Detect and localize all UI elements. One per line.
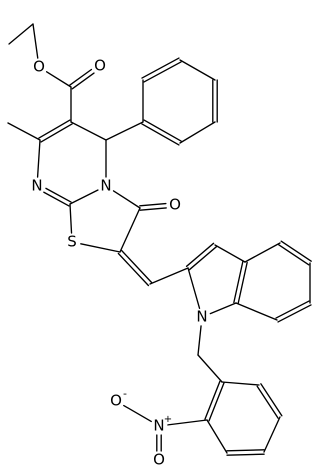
atom-label-layer: O O N N S O N N + O - O — [31, 57, 207, 469]
bond-nn-om — [123, 404, 152, 423]
bond-i3a-i7a-b — [237, 261, 248, 305]
bond-oe-cc — [45, 71, 72, 88]
atom-n-nitro: N — [153, 417, 164, 435]
bond-n1-ch2 — [197, 325, 202, 356]
bond-i6-i7-b — [277, 304, 312, 323]
atom-o-ester-carbonyl: O — [94, 57, 106, 75]
bond-ph5-ph6-a — [141, 57, 180, 79]
bond-ch2-b1 — [197, 354, 223, 383]
atom-o-nitro-double: O — [153, 451, 165, 469]
bond-b5-b6-b — [256, 385, 279, 419]
bond-c6-c7-b — [40, 123, 73, 143]
bond-c8a-s1 — [69, 203, 73, 234]
bond-i3a-i7a-a — [233, 260, 244, 304]
bond-b4-b5 — [263, 416, 281, 453]
bond-c3-ok-a — [139, 207, 167, 211]
bond-ph4-ph5 — [179, 59, 216, 81]
bond-i7a-n1 — [209, 302, 237, 315]
bond-n1-i2 — [187, 267, 201, 310]
bond-b2-b3 — [206, 419, 228, 454]
bond-i2-i3-b — [185, 242, 215, 268]
bond-i3-i3a — [214, 244, 246, 263]
bond-et1-et2 — [8, 23, 34, 45]
charge-plus-nitro: + — [164, 414, 172, 425]
bond-b1-b2-a — [204, 380, 221, 420]
atom-o-ketone: O — [169, 196, 181, 214]
bond-s1-c2 — [80, 243, 121, 253]
bond-c8a-n4 — [69, 189, 99, 205]
bond-i6-i7-a — [275, 300, 310, 319]
bond-b1-b2-b — [208, 382, 225, 422]
bond-n8-c8a-b — [45, 187, 72, 203]
bond-cc-oc-a — [71, 72, 95, 90]
bond-i7-i7a — [235, 302, 278, 321]
bond-b2-nn — [167, 419, 208, 426]
bond-c3-ok-b — [139, 202, 167, 207]
bond-ph5-ph6-b — [143, 61, 182, 83]
atom-o-nitro-minus: O — [110, 392, 122, 410]
bond-ph1-ph2-b — [143, 119, 182, 142]
bond-i2-i3-a — [188, 245, 218, 271]
bond-i4-i5-a — [278, 244, 310, 266]
bond-b3-b4-a — [226, 453, 265, 456]
bond-ph2-ph3 — [179, 121, 216, 144]
bond-c3-n4 — [112, 190, 141, 209]
atom-s-thiazole: S — [67, 233, 77, 251]
bond-c2-ch-b — [120, 249, 153, 284]
bond-c7-n8 — [36, 139, 41, 178]
bond-c7-me — [7, 122, 41, 141]
bond-c2-c3 — [119, 207, 141, 253]
bond-c6-c7-a — [38, 119, 71, 139]
atom-n-fused: N — [100, 177, 111, 195]
bond-i3a-i4 — [244, 242, 281, 263]
bond-i4-i5-b — [280, 240, 312, 262]
atom-n-pyrimidine: N — [31, 177, 42, 195]
bond-et2-oe — [32, 23, 39, 59]
bond-n8-c8a-a — [43, 191, 70, 207]
bond-ch-i2 — [149, 267, 189, 285]
bond-c5-c6 — [70, 121, 107, 141]
atom-o-ester-ether: O — [33, 58, 45, 76]
bond-b5-b6-a — [260, 383, 283, 417]
bond-b6-b1 — [221, 381, 260, 386]
bond-b3-b4-b — [226, 449, 265, 452]
bond-c2-ch-a — [117, 252, 150, 287]
bond-c5-ph1 — [105, 121, 144, 141]
bond-ph1-ph2-a — [141, 123, 180, 146]
bond-cc-oc-b — [69, 68, 93, 86]
atom-n-indole: N — [196, 308, 207, 326]
charge-minus-nitro: - — [123, 387, 127, 400]
bond-layer — [7, 23, 312, 456]
